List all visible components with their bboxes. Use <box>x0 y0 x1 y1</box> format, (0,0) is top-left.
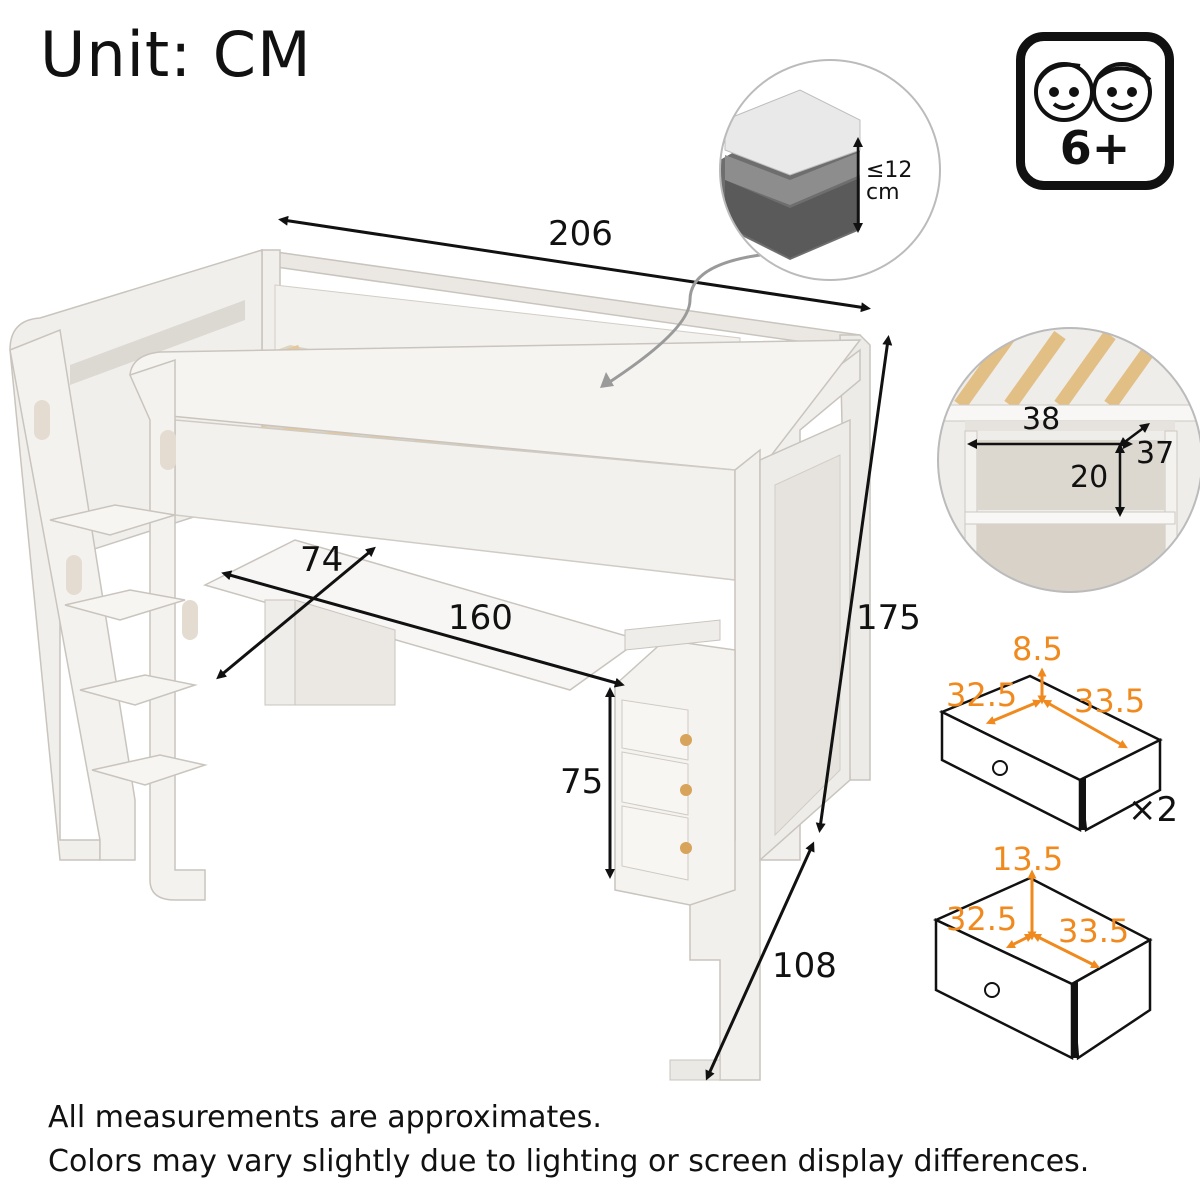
drawer-small-height: 8.5 <box>1012 630 1063 668</box>
dimension-arrows <box>216 215 893 1081</box>
drawer-small-width: 32.5 <box>946 676 1018 714</box>
age-badge: 6+ <box>1016 32 1174 190</box>
dim-height: 175 <box>856 598 921 638</box>
dim-desk-depth: 74 <box>300 540 344 580</box>
bed-frame <box>9 248 871 1081</box>
drawer-small-depth: 33.5 <box>1074 682 1146 720</box>
drawer-large-height: 13.5 <box>992 840 1064 878</box>
mattress-thickness-unit: cm <box>866 180 900 205</box>
drawer-large <box>933 869 1153 1061</box>
mattress-thickness-label: ≤12 cm <box>866 160 912 204</box>
dim-length: 206 <box>548 214 613 254</box>
dim-width: 108 <box>772 946 837 986</box>
footnote-measurements: All measurements are approximates. <box>48 1100 602 1135</box>
dim-desk-height: 75 <box>560 762 604 802</box>
age-badge-text: 6+ <box>1059 121 1131 175</box>
mattress-thickness-value: ≤12 <box>866 158 913 183</box>
page-title: Unit: CM <box>40 18 312 91</box>
dim-desk-length: 160 <box>448 598 513 638</box>
dim-shelf-height: 20 <box>1070 460 1109 495</box>
two-kids-faces-icon <box>1034 62 1152 122</box>
footnote-colors: Colors may vary slightly due to lighting… <box>48 1144 1090 1179</box>
drawer-small <box>938 667 1163 833</box>
drawer-large-width: 32.5 <box>946 900 1018 938</box>
dim-shelf-width: 38 <box>1022 402 1061 437</box>
shelf-callout <box>937 327 1200 593</box>
dim-shelf-depth: 37 <box>1136 436 1175 471</box>
mattress-pointer <box>604 253 761 387</box>
mattress-callout <box>719 59 941 281</box>
drawer-small-count: ×2 <box>1128 790 1179 830</box>
drawer-large-depth: 33.5 <box>1058 912 1130 950</box>
